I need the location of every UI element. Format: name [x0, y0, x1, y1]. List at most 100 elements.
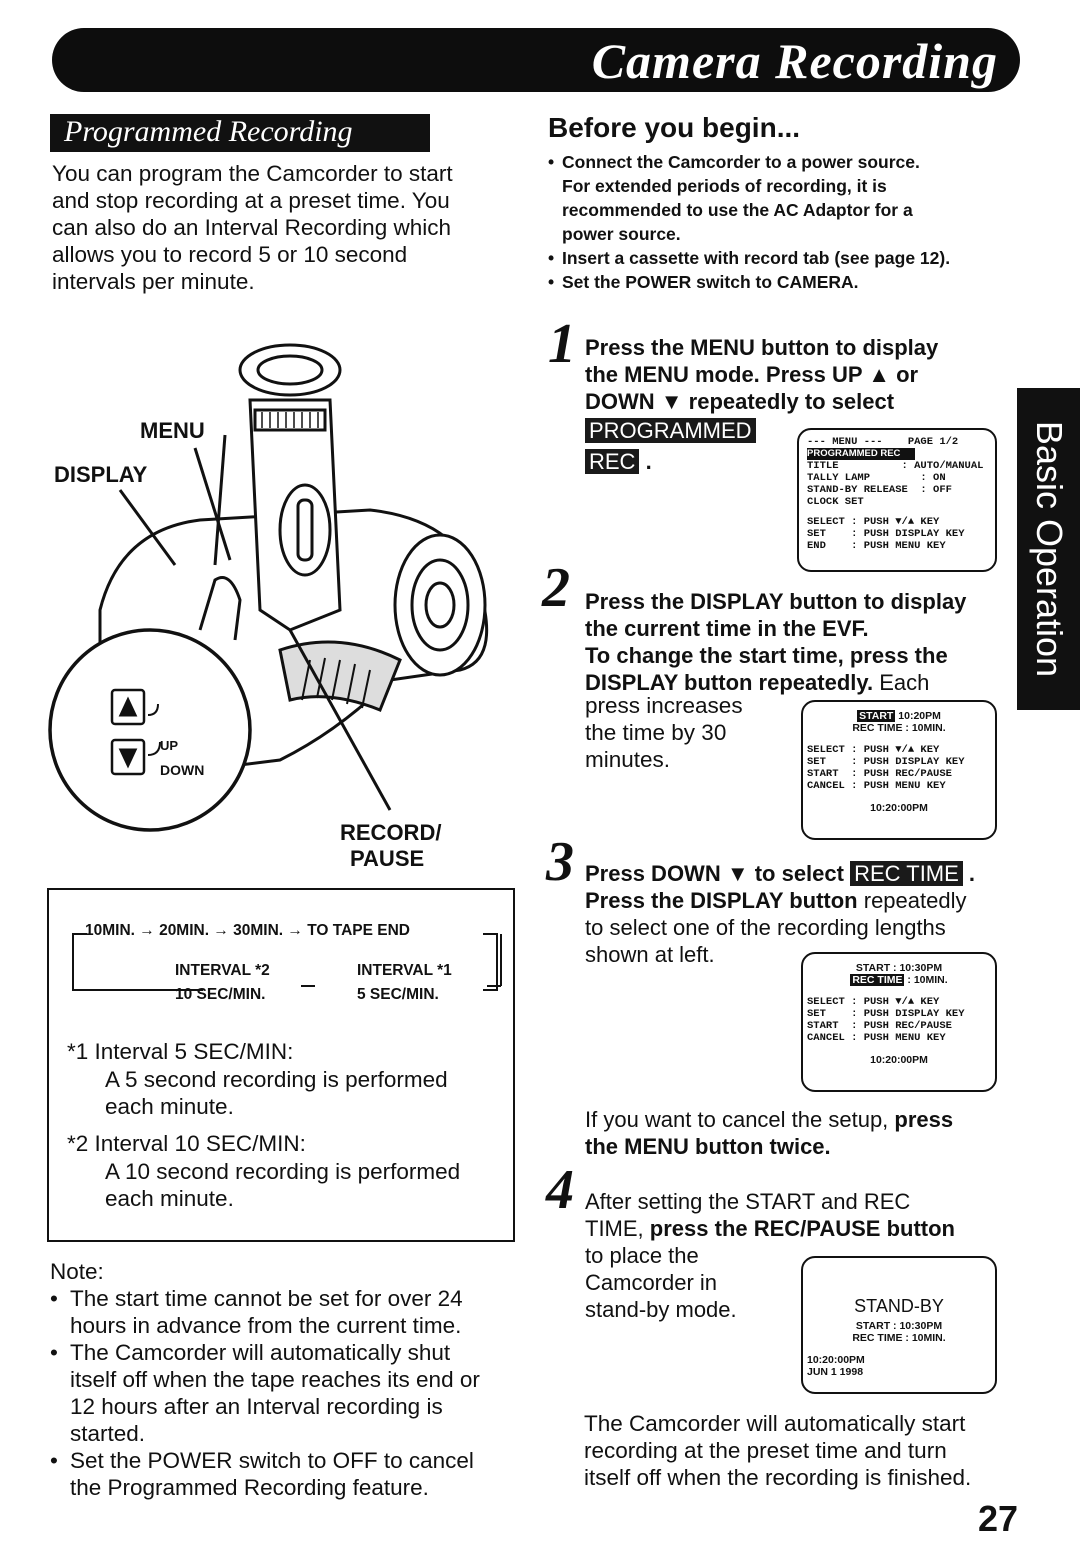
interval2-label: INTERVAL *2	[175, 962, 270, 979]
osd-row: START : 10:30PM	[855, 1320, 943, 1332]
bullet-line: For extended periods of recording, it is	[562, 176, 887, 196]
osd-time: 10:20PM	[898, 710, 941, 722]
step-3-text: Press DOWN ▼ to select REC TIME . Press …	[585, 861, 976, 967]
note-list: • The start time cannot be set for over …	[50, 1285, 520, 1501]
osd-row: SELECT : PUSH ▼/▲ KEY	[807, 516, 940, 528]
programmed-highlight: PROGRAMMED	[585, 418, 756, 443]
standby-display: STAND-BY START : 10:30PM REC TIME : 10MI…	[801, 1256, 997, 1394]
osd-row: CLOCK SET	[807, 496, 864, 508]
bullet-line: recommended to use the AC Adaptor for a	[562, 200, 913, 220]
final-paragraph: The Camcorder will automatically start r…	[584, 1410, 971, 1491]
osd-row: SET : PUSH DISPLAY KEY	[807, 528, 965, 540]
osd-clock: 10:20:00PM	[870, 802, 928, 814]
interval2-note-text: A 10 second recording is performed each …	[105, 1158, 460, 1212]
before-bullet: • Connect the Camcorder to a power sourc…	[548, 150, 1018, 246]
step-line: To change the start time, press the	[585, 643, 948, 668]
rec-time-highlight: REC TIME	[850, 861, 963, 886]
note-line: each minute.	[105, 1094, 234, 1119]
osd-rec: : 10MIN.	[907, 974, 948, 986]
intro-line: can also do an Interval Recording which	[52, 215, 451, 240]
step-line: the current time in the EVF.	[585, 616, 869, 641]
osd-row: REC TIME : 10MIN.	[852, 722, 946, 734]
interval1-label: INTERVAL *1	[357, 962, 452, 979]
osd-clock: 10:20:00PM	[870, 1054, 928, 1066]
pause-button-label: PAUSE	[350, 846, 425, 871]
intro-line: and stop recording at a preset time. You	[52, 188, 450, 213]
bullet-line: Set the POWER switch to CAMERA.	[562, 272, 859, 292]
period: .	[645, 449, 652, 474]
note-line: the Programmed Recording feature.	[70, 1475, 429, 1500]
before-bullet: • Set the POWER switch to CAMERA.	[548, 270, 1018, 294]
osd-spacer	[807, 986, 991, 996]
osd-row: END : PUSH MENU KEY	[807, 540, 946, 552]
interval1-note-title: *1 Interval 5 SEC/MIN:	[67, 1039, 294, 1064]
intro-line: intervals per minute.	[52, 269, 255, 294]
display-button-label: DISPLAY	[54, 462, 148, 487]
interval1-note-text: A 5 second recording is performed each m…	[105, 1066, 448, 1120]
record-button-label: RECORD/	[340, 820, 442, 845]
osd-row: TALLY LAMP : ON	[807, 472, 946, 484]
cancel-line: press	[894, 1107, 954, 1132]
intro-paragraph: You can program the Camcorder to start a…	[52, 160, 502, 295]
step-line: Press DOWN ▼ to select	[585, 861, 844, 886]
before-bullets: • Connect the Camcorder to a power sourc…	[548, 150, 1018, 294]
osd-row: REC TIME : 10MIN.	[852, 1332, 946, 1344]
cancel-note: If you want to cancel the setup, press t…	[585, 1106, 953, 1160]
up-button-label: UP	[160, 738, 179, 753]
camcorder-illustration	[48, 343, 489, 832]
page-number: 27	[977, 1498, 1018, 1539]
note-line: hours in advance from the current time.	[70, 1313, 462, 1338]
menu-screen-display: --- MENU --- PAGE 1/2 PROGRAMMED REC TIT…	[797, 428, 997, 572]
header-banner: Camera Recording	[52, 28, 1020, 92]
intro-line: You can program the Camcorder to start	[52, 161, 453, 186]
step-line: TIME,	[585, 1216, 644, 1241]
step-line: the time by 30	[585, 720, 727, 745]
cancel-line: the MENU button twice.	[585, 1134, 831, 1159]
step-line: shown at left.	[585, 942, 715, 967]
osd-standby: STAND-BY	[854, 1296, 944, 1316]
osd-row: CANCEL : PUSH MENU KEY	[807, 780, 946, 792]
step-line: Press the MENU button to display	[585, 335, 939, 360]
osd-row: START : PUSH REC/PAUSE	[807, 768, 952, 780]
note-line: 12 hours after an Interval recording is	[70, 1394, 443, 1419]
note-item: • The Camcorder will automatically shut …	[50, 1339, 520, 1447]
osd-rec-row: REC TIME : 10MIN.	[807, 974, 991, 986]
step-2-text: Press the DISPLAY button to display the …	[585, 588, 966, 696]
note-line: A 5 second recording is performed	[105, 1067, 448, 1092]
step-line: the MENU mode. Press UP ▲ or	[585, 362, 919, 387]
step-1-number: 1	[548, 313, 576, 375]
section-heading: Programmed Recording	[50, 114, 430, 152]
final-line: recording at the preset time and turn	[584, 1438, 947, 1463]
note-item: • The start time cannot be set for over …	[50, 1285, 520, 1339]
osd-row: SET : PUSH DISPLAY KEY	[807, 1008, 965, 1020]
note-line: started.	[70, 1421, 146, 1446]
step-line: DOWN ▼ repeatedly to select	[585, 389, 895, 414]
note-line: The Camcorder will automatically shut	[70, 1340, 451, 1365]
step-line: to place the	[585, 1243, 699, 1268]
section-title: Programmed Recording	[64, 115, 353, 148]
note-item: • Set the POWER switch to OFF to cancel …	[50, 1447, 520, 1501]
note-line: each minute.	[105, 1186, 234, 1211]
note-line: itself off when the tape reaches its end…	[70, 1367, 480, 1392]
step-line: DISPLAY button repeatedly.	[585, 670, 874, 695]
intro-line: allows you to record 5 or 10 second	[52, 242, 408, 267]
step-1-text: Press the MENU button to display the MEN…	[585, 334, 938, 475]
step-2-plain: press increases the time by 30 minutes.	[585, 692, 743, 773]
osd-row: START : 10:30PM	[855, 962, 943, 974]
osd-row: SELECT : PUSH ▼/▲ KEY	[807, 996, 940, 1008]
rec-highlight: REC	[585, 449, 640, 474]
osd-start-row: START 10:20PM	[807, 710, 991, 722]
osd-highlight: START	[857, 710, 896, 722]
menu-button-label: MENU	[140, 418, 205, 443]
step-tail: Each	[879, 670, 930, 695]
step-line: Press the DISPLAY button to display	[585, 589, 967, 614]
osd-highlight: PROGRAMMED REC	[807, 448, 915, 460]
step-line: Camcorder in	[585, 1270, 718, 1295]
bullet-line: power source.	[562, 224, 681, 244]
osd-row: SELECT : PUSH ▼/▲ KEY	[807, 744, 940, 756]
step-2-number: 2	[542, 557, 570, 619]
interval2-note-title: *2 Interval 10 SEC/MIN:	[67, 1131, 306, 1156]
before-bullet: • Insert a cassette with record tab (see…	[548, 246, 1018, 270]
osd-row: --- MENU --- PAGE 1/2	[807, 436, 959, 448]
cancel-line: If you want to cancel the setup,	[585, 1107, 889, 1132]
